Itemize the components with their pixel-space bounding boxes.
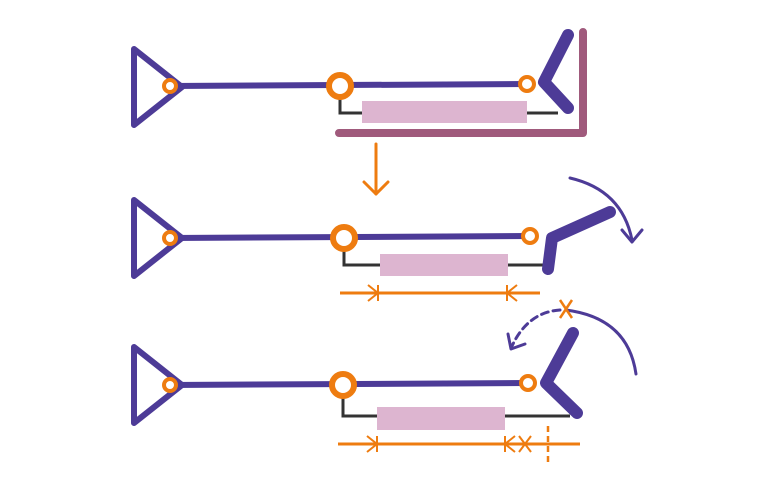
pivot-small <box>162 377 178 393</box>
pivot-large <box>326 72 354 100</box>
pivot-large <box>329 371 357 399</box>
stage-2 <box>131 176 644 302</box>
folding-leg <box>538 29 574 114</box>
anchor-triangle-icon <box>131 197 185 279</box>
pivot-small <box>521 227 539 245</box>
stop-bracket <box>335 28 587 137</box>
rotation-arrow-icon <box>568 176 644 244</box>
slider-slot <box>362 101 527 123</box>
folding-leg <box>540 327 583 419</box>
stage-1 <box>131 28 587 137</box>
down-arrow-icon <box>362 142 390 196</box>
pivot-small <box>162 230 178 246</box>
dimension-line <box>338 426 580 462</box>
slider-slot <box>377 407 505 430</box>
slider-slot <box>380 254 508 276</box>
folding-leg <box>542 206 616 275</box>
anchor-triangle-icon <box>131 344 185 426</box>
rotation-arc <box>564 308 638 376</box>
pivot-small <box>518 75 536 93</box>
pivot-large <box>330 224 358 252</box>
cross-mark-icon <box>558 299 574 319</box>
pivot-small <box>519 374 537 392</box>
return-arrow-icon <box>506 308 562 351</box>
dimension-line <box>340 284 540 302</box>
pivot-small <box>162 78 178 94</box>
stage-3 <box>131 299 638 462</box>
anchor-triangle-icon <box>131 46 185 128</box>
